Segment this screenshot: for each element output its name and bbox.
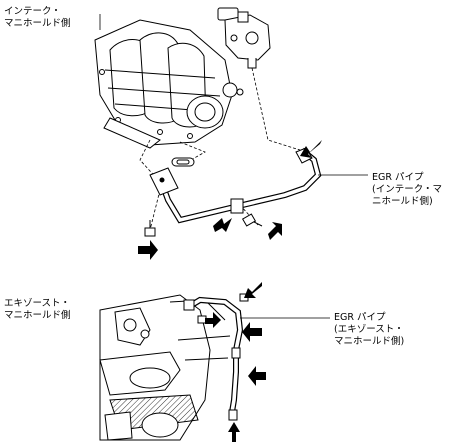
label-exhaust-manifold-side: エキゾースト・ マニホールド側 <box>4 298 71 321</box>
egr-pipe-exhaust <box>183 296 244 421</box>
callout-lines-upper <box>99 14 368 176</box>
label-intake-manifold-side: インテーク・ マニホールド側 <box>4 6 71 29</box>
gasket <box>171 157 195 167</box>
arrow-icon <box>248 366 266 386</box>
torque-arrows-upper <box>138 140 322 260</box>
arrow-icon <box>228 422 240 442</box>
arrow-icon <box>213 218 232 232</box>
arrow-icon <box>242 322 262 342</box>
arrow-icon <box>138 240 158 260</box>
egr-valve-illustration <box>217 7 271 69</box>
exhaust-manifold-illustration <box>99 294 231 441</box>
arrow-icon <box>300 140 322 158</box>
label-egr-pipe-intake: EGR パイプ (インテーク・マ ニホールド側) <box>372 172 443 207</box>
intake-manifold-illustration <box>94 19 244 149</box>
torque-arrows-lower <box>205 282 266 442</box>
arrow-icon <box>244 282 262 298</box>
bolts-upper <box>144 213 263 237</box>
label-egr-pipe-exhaust: EGR パイプ (エキゾースト・ マニホールド側) <box>334 312 405 347</box>
arrow-icon <box>268 222 282 240</box>
arrow-icon <box>205 312 221 328</box>
